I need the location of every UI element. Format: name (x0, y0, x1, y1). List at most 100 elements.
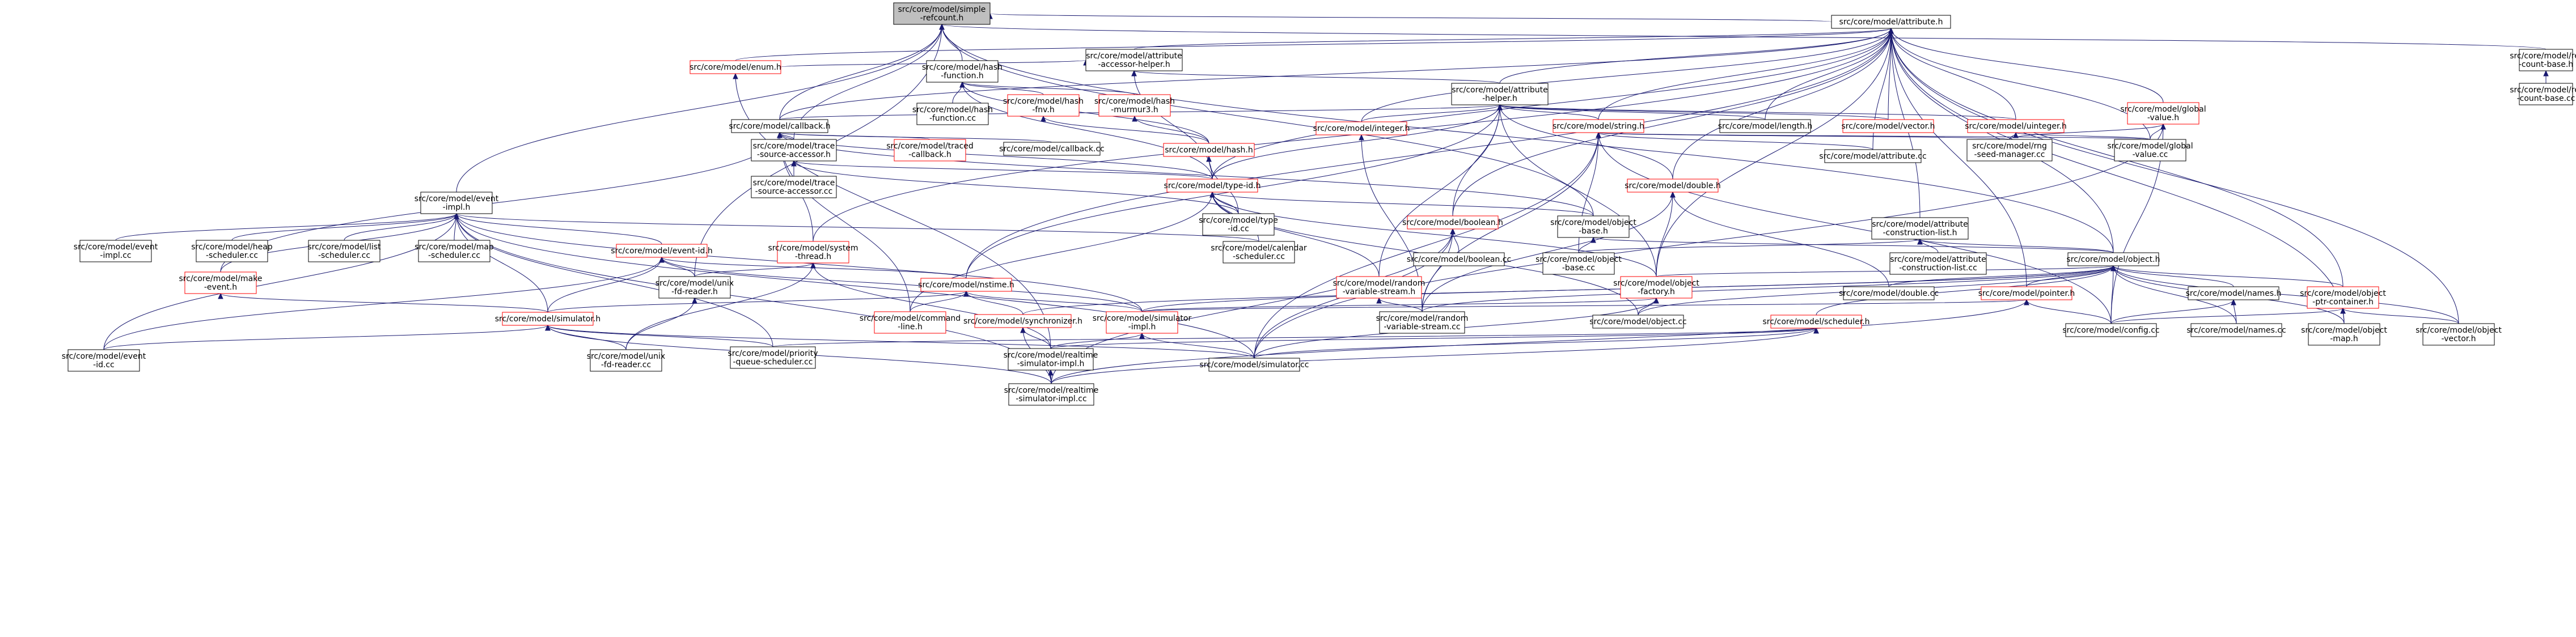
graph-node-make-event-h[interactable]: src/core/model/make-event.h (179, 271, 263, 294)
graph-node-uinteger-h[interactable]: src/core/model/uinteger.h (1965, 119, 2067, 133)
graph-node-rng-seed-manager-cc[interactable]: src/core/model/rng-seed-manager.cc (1966, 139, 2053, 162)
graph-node-boolean-h[interactable]: src/core/model/boolean.h (1402, 215, 1503, 230)
graph-node-hash-h[interactable]: src/core/model/hash.h (1163, 143, 1255, 157)
graph-node-random-variable-stream-h[interactable]: src/core/model/random-variable-stream.h (1333, 276, 1426, 299)
graph-node-object-ptr-container-h[interactable]: src/core/model/object-ptr-container.h (2300, 286, 2386, 309)
graph-node-system-thread-h[interactable]: src/core/model/system-thread.h (768, 241, 858, 264)
graph-node-object-factory-h[interactable]: src/core/model/object-factory.h (1613, 276, 1699, 299)
graph-nodes: src/core/model/simple-refcount.h src/core… (62, 2, 2576, 406)
graph-node-attribute-cc[interactable]: src/core/model/attribute.cc (1819, 149, 1927, 163)
graph-node-boolean-cc[interactable]: src/core/model/boolean.cc (1407, 252, 1511, 266)
graph-node-command-line-h[interactable]: src/core/model/command-line.h (860, 311, 961, 334)
graph-node-double-h[interactable]: src/core/model/double.h (1625, 179, 1721, 193)
graph-node-names-cc[interactable]: src/core/model/names.cc (2186, 323, 2286, 337)
graph-node-global-value-cc[interactable]: src/core/model/global-value.cc (2107, 139, 2193, 162)
graph-node-random-variable-stream-cc[interactable]: src/core/model/random-variable-stream.cc (1376, 311, 1469, 334)
graph-node-nstime-h[interactable]: src/core/model/nstime.h (918, 278, 1014, 292)
graph-node-scheduler-h[interactable]: src/core/model/scheduler.h (1762, 315, 1870, 329)
edge-object-map-h-to-attribute-h (1888, 27, 2345, 324)
node-box (1451, 83, 1549, 105)
graph-node-type-id-h[interactable]: src/core/model/type-id.h (1164, 179, 1261, 193)
graph-node-attr-accessor-helper[interactable]: src/core/model/attribute-accessor-helper… (1085, 49, 1183, 71)
node-label-line: src/core/model/double.h (1625, 181, 1721, 190)
graph-node-pointer-h[interactable]: src/core/model/pointer.h (1978, 286, 2075, 300)
node-box (893, 2, 991, 25)
graph-node-length-h[interactable]: src/core/model/length.h (1718, 119, 1812, 133)
node-box (1336, 276, 1422, 299)
graph-node-simple-refcount[interactable]: src/core/model/simple-refcount.h (893, 2, 991, 25)
edge-ref-count-base-cc-to-ref-count-base-h (2543, 70, 2549, 83)
graph-node-double-cc[interactable]: src/core/model/double.cc (1839, 286, 1939, 300)
graph-node-string-h[interactable]: src/core/model/string.h (1553, 119, 1644, 133)
graph-node-object-h[interactable]: src/core/model/object.h (2067, 252, 2160, 266)
edge-integer-h-to-attr-helper (1361, 104, 1503, 122)
graph-node-calendar-scheduler-cc[interactable]: src/core/model/calendar-scheduler.cc (1211, 241, 1307, 264)
graph-node-callback-h[interactable]: src/core/model/callback.h (729, 119, 831, 133)
edge-hash-h-to-hash-murmur3 (1132, 115, 1209, 144)
graph-node-realtime-simulator-impl-cc[interactable]: src/core/model/realtime-simulator-impl.c… (1004, 383, 1099, 406)
graph-node-object-map-h[interactable]: src/core/model/object-map.h (2301, 323, 2387, 346)
graph-node-hash-fnv[interactable]: src/core/model/hash-fnv.h (1003, 94, 1084, 117)
graph-node-realtime-simulator-impl-h[interactable]: src/core/model/realtime-simulator-impl.h (1004, 348, 1098, 371)
node-label-line: src/core/model/attribute.h (1839, 18, 1943, 27)
graph-node-integer-h[interactable]: src/core/model/integer.h (1313, 121, 1410, 135)
graph-node-hash-function-cc[interactable]: src/core/model/hash-function.cc (912, 103, 993, 125)
node-box (1208, 358, 1300, 372)
graph-node-event-id-h[interactable]: src/core/model/event-id.h (611, 244, 713, 258)
graph-node-attribute-h[interactable]: src/core/model/attribute.h (1831, 15, 1951, 29)
node-box (1008, 348, 1094, 371)
graph-node-hash-murmur3[interactable]: src/core/model/hash-murmur3.h (1094, 94, 1175, 117)
node-box (1553, 119, 1644, 133)
node-box (1407, 215, 1499, 230)
graph-node-event-impl-cc[interactable]: src/core/model/event-impl.cc (74, 240, 158, 262)
edge-type-id-cc-to-trace-source-accessor-h (791, 160, 1239, 214)
node-label-line: src/core/model/attribute (1890, 255, 1986, 264)
graph-node-unix-fd-reader-h[interactable]: src/core/model/unix-fd-reader.h (655, 276, 734, 299)
graph-node-callback-cc[interactable]: src/core/model/callback.cc (999, 142, 1105, 156)
graph-node-type-id-cc[interactable]: src/core/model/type-id.cc (1199, 213, 1278, 236)
graph-node-attr-construction-list-cc[interactable]: src/core/model/attribute-construction-li… (1889, 252, 1987, 275)
graph-node-names-h[interactable]: src/core/model/names.h (2186, 286, 2282, 300)
graph-node-heap-scheduler-cc[interactable]: src/core/model/heap-scheduler.cc (191, 240, 273, 262)
graph-node-unix-fd-reader-cc[interactable]: src/core/model/unix-fd-reader.cc (587, 349, 665, 372)
node-label-line: src/core/model/object (1613, 279, 1699, 288)
graph-node-event-id-cc[interactable]: src/core/model/event-id.cc (62, 349, 146, 372)
graph-node-simulator-impl-h[interactable]: src/core/model/simulator-impl.h (1093, 311, 1192, 334)
graph-node-hash-function-h[interactable]: src/core/model/hash-function.h (922, 60, 1003, 83)
graph-node-object-vector-h[interactable]: src/core/model/object-vector.h (2416, 323, 2502, 346)
node-box (1967, 119, 2065, 133)
graph-node-ref-count-base-cc[interactable]: src/core/model/ref-count-base.cc (2510, 83, 2576, 105)
node-label-line: src/core/model/double.cc (1839, 289, 1939, 298)
node-label-line: -value.h (2147, 113, 2179, 122)
node-label-line: -construction-list.cc (1899, 264, 1977, 273)
graph-node-priority-queue-scheduler-cc[interactable]: src/core/model/priority-queue-scheduler.… (727, 346, 818, 369)
graph-node-map-scheduler-cc[interactable]: src/core/model/map-scheduler.cc (414, 240, 494, 262)
edge-unix-fd-reader-cc-to-unix-fd-reader-h (625, 297, 697, 350)
graph-node-config-cc[interactable]: src/core/model/config.cc (2062, 323, 2160, 337)
edge-command-line-h-to-type-id-h (910, 191, 1215, 312)
graph-node-object-cc[interactable]: src/core/model/object.cc (1589, 315, 1687, 329)
node-label-line: src/core/model/attribute (1086, 52, 1182, 61)
node-box (730, 346, 816, 369)
graph-node-attr-construction-list-h[interactable]: src/core/model/attribute-construction-li… (1871, 217, 1969, 240)
graph-node-trace-source-accessor-cc[interactable]: src/core/model/trace-source-accessor.cc (751, 176, 837, 198)
graph-node-event-impl-h[interactable]: src/core/model/event-impl.h (414, 192, 499, 214)
graph-node-object-base-h[interactable]: src/core/model/object-base.h (1550, 215, 1636, 238)
graph-node-synchronizer-h[interactable]: src/core/model/synchronizer.h (963, 314, 1082, 328)
node-label-line: src/core/model/simulator.h (495, 315, 601, 324)
graph-node-traced-callback[interactable]: src/core/model/traced-callback.h (886, 139, 974, 162)
graph-node-global-value-h[interactable]: src/core/model/global-value.h (2120, 102, 2206, 125)
edge-heap-scheduler-cc-to-event-impl-h (231, 213, 459, 241)
graph-node-trace-source-accessor-h[interactable]: src/core/model/trace-source-accessor.h (751, 139, 837, 162)
edge-realtime-simulator-impl-h-to-system-thread-h (810, 262, 1051, 349)
graph-node-object-base-cc[interactable]: src/core/model/object-base.cc (1536, 252, 1622, 275)
graph-node-attr-helper[interactable]: src/core/model/attribute-helper.h (1451, 83, 1549, 105)
graph-node-simulator-h[interactable]: src/core/model/simulator.h (495, 312, 601, 326)
graph-node-simulator-cc[interactable]: src/core/model/simulator.cc (1199, 358, 1309, 372)
graph-node-enum-h[interactable]: src/core/model/enum.h (690, 60, 781, 74)
graph-node-list-scheduler-cc[interactable]: src/core/model/list-scheduler.cc (307, 240, 381, 262)
graph-node-ref-count-base-h[interactable]: src/core/model/ref-count-base.h (2510, 49, 2576, 71)
node-label-line: src/core/model/event (414, 194, 499, 203)
graph-node-vector-h[interactable]: src/core/model/vector.h (1842, 119, 1935, 133)
node-label-line: src/core/model/system (768, 244, 858, 253)
